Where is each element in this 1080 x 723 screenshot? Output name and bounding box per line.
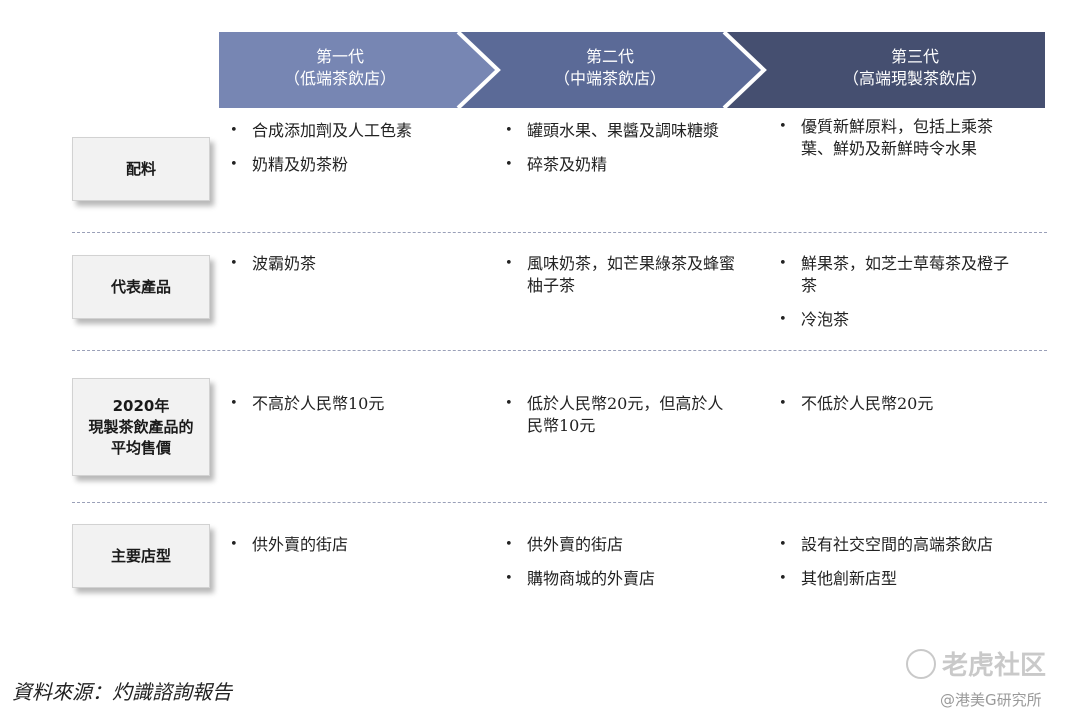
- cell-r0-c2: •優質新鮮原料，包括上乘茶葉、鮮奶及新鮮時令水果: [779, 116, 1024, 172]
- row-label-text: 代表產品: [110, 277, 171, 296]
- bullet-icon: •: [230, 123, 238, 138]
- bullet-icon: •: [779, 119, 787, 134]
- generation-chevrons: [219, 30, 1045, 110]
- list-item: •冷泡茶: [779, 310, 850, 329]
- bullet-icon: •: [230, 537, 238, 552]
- bullet-icon: •: [779, 396, 787, 411]
- row-label-text: 主要店型: [110, 546, 171, 565]
- row-label-text: 現製茶飲產品的: [88, 417, 194, 436]
- list-item: •合成添加劑及人工色素: [230, 121, 413, 140]
- cell-r1-c1: •風味奶茶，如芒果綠茶及蜂蜜柚子茶: [505, 253, 737, 309]
- row-divider: [72, 232, 1047, 233]
- bullet-icon: •: [230, 157, 238, 172]
- gen3-title: 第三代: [890, 47, 939, 66]
- cell-r2-c0: •不高於人民幣10元: [230, 393, 485, 427]
- list-item: •供外賣的街店: [230, 535, 349, 554]
- gen2-header: 第二代 （中端茶飲店）: [510, 46, 710, 96]
- chevron-gen3: [724, 32, 1045, 108]
- list-item: •奶精及奶茶粉: [230, 155, 349, 174]
- cell-r2-c1: •低於人民幣20元，但高於人民幣10元: [505, 393, 737, 449]
- bullet-icon: •: [779, 312, 787, 327]
- list-item: •供外賣的街店: [505, 535, 624, 554]
- list-item: •鮮果茶，如芝士草莓茶及橙子茶: [779, 254, 1010, 295]
- list-item: •優質新鮮原料，包括上乘茶葉、鮮奶及新鮮時令水果: [779, 117, 994, 158]
- bullet-icon: •: [505, 256, 513, 271]
- row-divider: [72, 350, 1047, 351]
- bullet-icon: •: [505, 157, 513, 172]
- bullet-icon: •: [779, 537, 787, 552]
- bullet-icon: •: [230, 256, 238, 271]
- row-divider: [72, 502, 1047, 503]
- tiger-logo-icon: [906, 648, 936, 679]
- gen1-title: 第一代: [315, 47, 364, 66]
- bullet-icon: •: [505, 123, 513, 138]
- row-label-store-type: 主要店型: [72, 524, 210, 588]
- cell-r0-c0: •合成添加劑及人工色素 •奶精及奶茶粉: [230, 120, 485, 188]
- gen1-header: 第一代 （低端茶飲店）: [240, 46, 440, 96]
- list-item: •風味奶茶，如芒果綠茶及蜂蜜柚子茶: [505, 254, 736, 295]
- row-label-text: 2020年: [112, 396, 170, 415]
- list-item: •碎茶及奶精: [505, 155, 608, 174]
- cell-r1-c2: •鮮果茶，如芝士草莓茶及橙子茶 •冷泡茶: [779, 253, 1011, 343]
- watermark-main: 老虎社区: [906, 645, 1046, 682]
- list-item: •罐頭水果、果醬及調味糖漿: [505, 121, 720, 140]
- source-note: 資料來源：灼識諮詢報告: [12, 680, 232, 704]
- row-label-text: 平均售價: [110, 438, 171, 457]
- list-item: •波霸奶茶: [230, 254, 317, 273]
- gen3-subtitle: （高端現製茶飲店）: [842, 69, 987, 88]
- row-label-ingredients: 配料: [72, 137, 210, 201]
- cell-r0-c1: •罐頭水果、果醬及調味糖漿 •碎茶及奶精: [505, 120, 765, 188]
- list-item: •設有社交空間的高端茶飲店: [779, 535, 994, 554]
- list-item: •購物商城的外賣店: [505, 569, 656, 588]
- cell-r1-c0: •波霸奶茶: [230, 253, 485, 287]
- gen2-title: 第二代: [585, 47, 634, 66]
- cell-r3-c1: •供外賣的街店 •購物商城的外賣店: [505, 534, 760, 602]
- bullet-icon: •: [779, 256, 787, 271]
- gen2-subtitle: （中端茶飲店）: [553, 69, 666, 88]
- bullet-icon: •: [779, 571, 787, 586]
- row-label-products: 代表產品: [72, 255, 210, 319]
- cell-r3-c0: •供外賣的街店: [230, 534, 485, 568]
- bullet-icon: •: [505, 396, 513, 411]
- list-item: •低於人民幣20元，但高於人民幣10元: [505, 394, 724, 435]
- bullet-icon: •: [505, 537, 513, 552]
- bullet-icon: •: [230, 396, 238, 411]
- gen3-header: 第三代 （高端現製茶飲店）: [790, 46, 1040, 96]
- list-item: •其他創新店型: [779, 569, 898, 588]
- chevron-gen1: [219, 32, 498, 108]
- row-label-average-price: 2020年 現製茶飲產品的 平均售價: [72, 378, 210, 476]
- chevron-gen2: [458, 32, 764, 108]
- cell-r2-c2: •不低於人民幣20元: [779, 393, 1024, 427]
- watermark-sub: @港美G研究所: [940, 691, 1042, 709]
- row-label-text: 配料: [125, 159, 156, 178]
- list-item: •不低於人民幣20元: [779, 394, 934, 413]
- list-item: •不高於人民幣10元: [230, 394, 385, 413]
- bullet-icon: •: [505, 571, 513, 586]
- gen1-subtitle: （低端茶飲店）: [283, 69, 396, 88]
- cell-r3-c2: •設有社交空間的高端茶飲店 •其他創新店型: [779, 534, 1041, 602]
